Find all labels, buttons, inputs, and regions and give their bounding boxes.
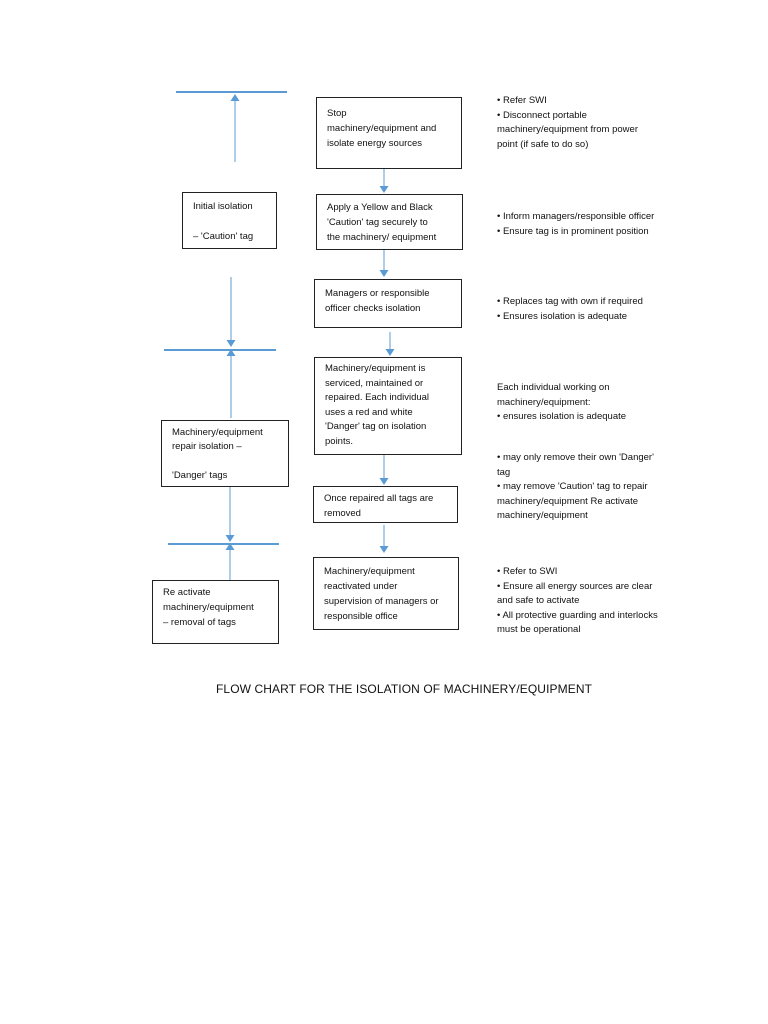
note-reactivate: • Refer to SWI • Ensure all energy source… [497,565,658,638]
arrowhead-initial-down [226,340,236,347]
text-line: repaired. Each individual [325,392,430,403]
text-line: • Ensures isolation is adequate [497,310,628,322]
step-remove-tags: Once repaired all tags are removed [313,486,458,523]
text-line: 'Danger' tags [172,470,228,481]
text-line: • Ensure all energy sources are clear [497,580,653,592]
text-line: the machinery/ equipment [327,232,437,243]
text-line: machinery/equipment [497,510,588,522]
phase-initial-isolation: Initial isolation – 'Caution' tag [182,192,277,249]
text-line: 'Danger' tag on isolation [325,421,427,432]
text-line: machinery/equipment and [327,123,437,134]
text-line: serviced, maintained or [325,377,424,389]
text-line: Once repaired all tags are [324,493,434,504]
note-remove-tags: • may only remove their own 'Danger' tag •… [497,451,654,524]
text-line: – removal of tags [163,617,236,628]
text-line: machinery/equipment: [497,396,591,408]
text-line: • Disconnect portable [497,109,587,121]
note-service: Each individual working on machinery/equi… [497,381,626,425]
text-line: officer checks isolation [325,303,421,314]
text-line: must be operational [497,624,581,636]
text-line: tag [497,466,511,478]
line-gap [172,454,278,469]
step-reactivate: Machinery/equipment reactivated under supe… [313,557,459,630]
arrowhead-repair-up [226,349,236,356]
text-line: reactivated under [324,581,398,592]
text-line: Machinery/equipment is [325,363,426,374]
text-line: • may only remove their own 'Danger' [497,452,654,463]
text-line: • ensures isolation is adequate [497,411,627,423]
text-line: • Inform managers/responsible officer [497,211,655,222]
text-line: • Ensure tag is in prominent position [497,225,649,237]
arrowhead-4 [379,478,389,485]
text-line: • Refer to SWI [497,566,558,577]
text-line: machinery/equipment from power [497,124,638,136]
step-service: Machinery/equipment is serviced, maintain… [314,357,462,455]
note-check-isolation: • Replaces tag with own if required • Ens… [497,295,643,324]
step-stop: Stop machinery/equipment and isolate energ… [316,97,462,169]
phase-repair-isolation: Machinery/equipment repair isolation – 'Da… [161,420,289,487]
arrowhead-3 [385,349,395,356]
arrowhead-repair-down [225,535,235,542]
text-line: points. [325,435,353,447]
text-line: removed [324,508,361,519]
text-line: Managers or responsible [325,288,430,299]
text-line: • Replaces tag with own if required [497,296,643,307]
text-line: Apply a Yellow and Black [327,202,433,213]
text-line: uses a red and white [325,406,413,418]
arrowhead-5 [379,546,389,553]
text-line: • Refer SWI [497,95,547,106]
text-line: – 'Caution' tag [193,231,254,242]
diagram-title: FLOW CHART FOR THE ISOLATION OF MACHINER… [215,682,593,696]
arrowhead-2 [379,270,389,277]
note-stop: • Refer SWI • Disconnect portable machiner… [497,94,638,152]
text-line: Machinery/equipment [172,427,263,438]
text-line: • may remove 'Caution' tag to repair [497,481,648,493]
note-caution-tag: • Inform managers/responsible officer • E… [497,210,654,239]
phase-reactivate: Re activate machinery/equipment – removal … [152,580,279,644]
text-line: supervision of managers or [324,596,439,607]
text-line: Machinery/equipment [324,566,415,577]
text-line: isolate energy sources [327,138,423,149]
text-line: repair isolation – [172,441,242,452]
arrowhead-initial-up [230,94,240,101]
text-line: 'Caution' tag securely to [327,217,428,228]
text-line: point (if safe to do so) [497,138,589,150]
step-caution-tag: Apply a Yellow and Black 'Caution' tag se… [316,194,463,250]
text-line: machinery/equipment Re activate [497,495,638,507]
text-line: Stop [327,108,347,119]
text-line: responsible office [324,611,398,622]
text-line: and safe to activate [497,595,580,607]
text-line: Each individual working on [497,382,610,393]
line-gap [193,214,266,229]
text-line: machinery/equipment [163,602,254,613]
arrowhead-reactivate-up [225,543,235,550]
step-check-isolation: Managers or responsible officer checks is… [314,279,462,328]
text-line: Initial isolation [193,201,253,212]
text-line: Re activate [163,587,211,598]
arrowhead-1 [379,186,389,193]
text-line: • All protective guarding and interlocks [497,609,658,621]
